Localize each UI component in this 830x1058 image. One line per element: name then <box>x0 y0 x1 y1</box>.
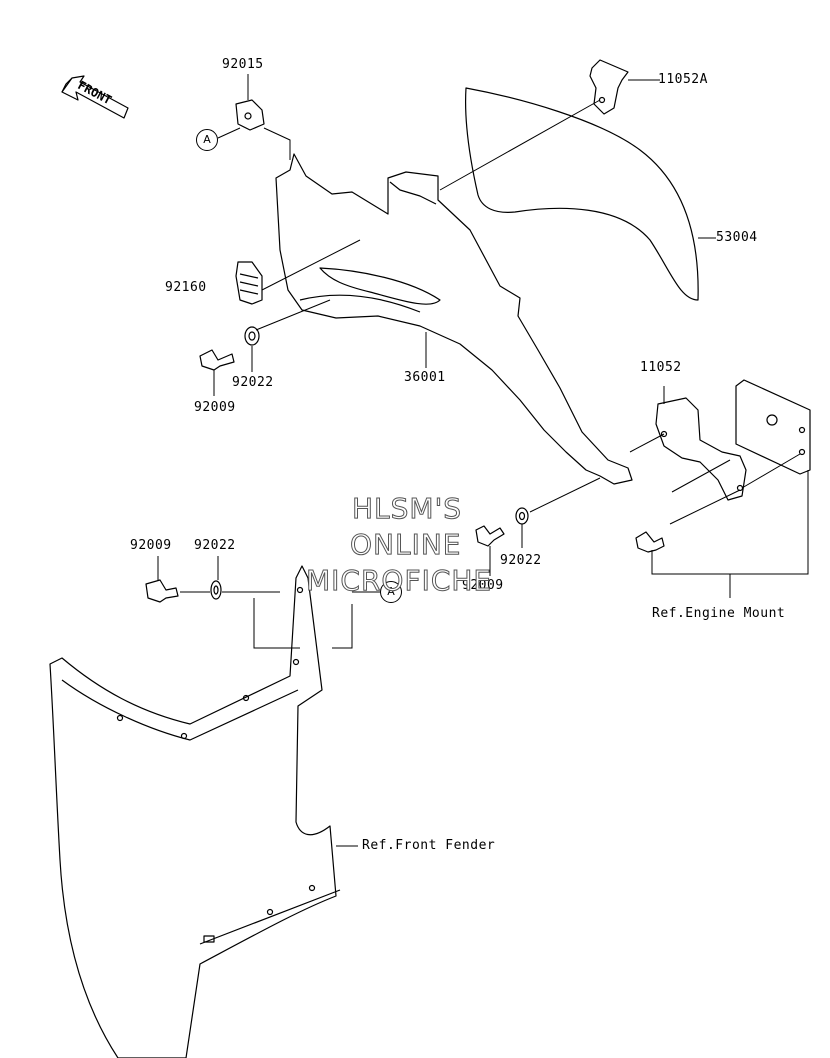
label-92009-mid: 92009 <box>462 578 504 593</box>
nut-92015 <box>235 99 265 131</box>
cover-36001 <box>275 153 633 485</box>
label-36001: 36001 <box>404 370 446 385</box>
watermark-line-3: MICROFICHE <box>305 564 493 598</box>
label-92160: 92160 <box>165 280 207 295</box>
front-fender <box>49 565 337 1058</box>
grommet-92160 <box>235 261 263 305</box>
bolt-92009-top <box>199 349 235 371</box>
washer-92022-left <box>210 580 222 600</box>
front-arrow-icon <box>61 75 129 119</box>
label-53004: 53004 <box>716 230 758 245</box>
washer-92022-mid <box>515 507 529 525</box>
label-11052: 11052 <box>640 360 682 375</box>
label-92022-left: 92022 <box>194 538 236 553</box>
label-92009-left: 92009 <box>130 538 172 553</box>
reference-a-mid: A <box>380 581 402 603</box>
label-92015: 92015 <box>222 57 264 72</box>
label-ref-engine-mount: Ref.Engine Mount <box>652 606 786 621</box>
washer-92022-top <box>244 326 260 346</box>
bolt-92009-mid <box>475 525 505 547</box>
label-ref-front-fender: Ref.Front Fender <box>362 838 496 853</box>
watermark-line-1: HLSM'S <box>351 492 463 526</box>
bracket-11052a <box>589 59 629 115</box>
watermark-line-2: ONLINE <box>349 528 462 562</box>
label-92022-mid: 92022 <box>500 553 542 568</box>
label-11052a: 11052A <box>658 72 708 87</box>
bolt-92009-left <box>145 579 179 603</box>
shroud-53004 <box>465 87 699 301</box>
bolt-engine-mount <box>635 531 665 553</box>
engine-mount-plate <box>735 379 811 475</box>
label-92009-top: 92009 <box>194 400 236 415</box>
label-92022-top: 92022 <box>232 375 274 390</box>
reference-a-top: A <box>196 129 218 151</box>
bracket-11052 <box>655 397 747 501</box>
